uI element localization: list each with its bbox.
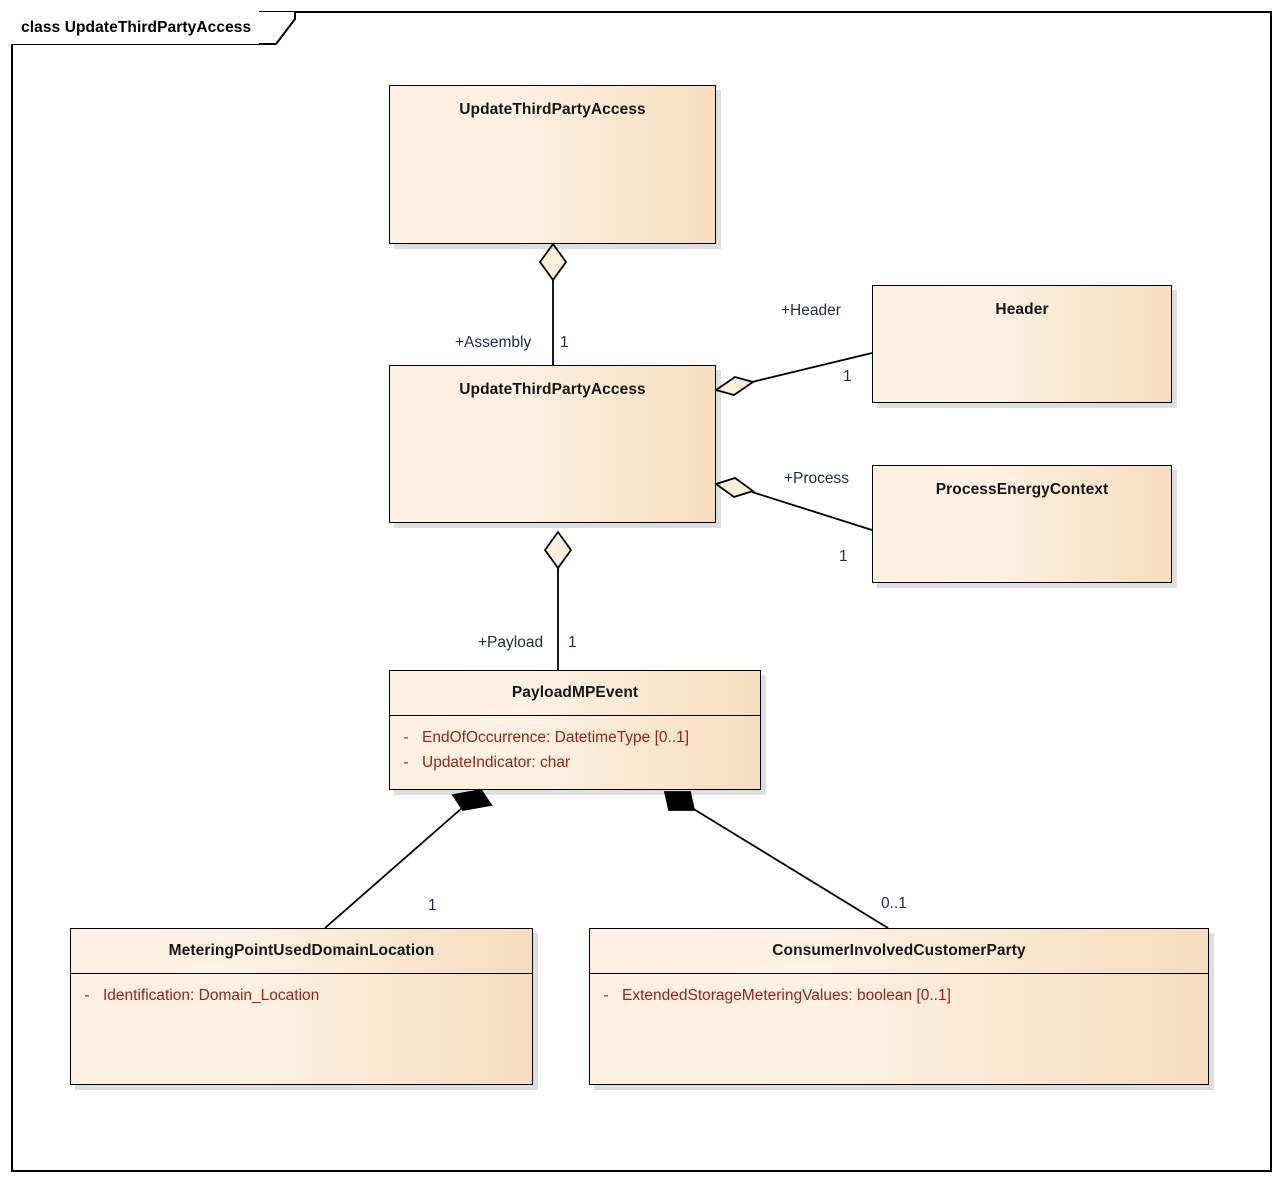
role-label-process: +Process [784,470,850,487]
class-name: PayloadMPEvent [511,684,639,701]
multiplicity-consumer: 0..1 [881,895,907,912]
class-name: UpdateThirdPartyAccess [459,381,646,398]
class-name: Header [995,301,1049,318]
attribute-text: Identification: Domain_Location [103,987,320,1004]
role-label-payload: +Payload [478,634,544,651]
class-box-consumer-involved-customer-party[interactable]: ConsumerInvolvedCustomerParty - Extended… [589,928,1209,1085]
attribute-text: UpdateIndicator: char [422,754,571,772]
attribute-compartment: - ExtendedStorageMeteringValues: boolean… [590,973,1208,1008]
frame-title-label: class UpdateThirdPartyAccess [21,18,252,36]
frame-title-tab: class UpdateThirdPartyAccess [11,11,260,44]
attribute-row: - UpdateIndicator: char [390,750,760,775]
class-name: ConsumerInvolvedCustomerParty [772,942,1026,959]
multiplicity-process: 1 [839,548,848,565]
multiplicity-metering-point: 1 [428,897,437,914]
role-label-assembly: +Assembly [455,334,532,351]
multiplicity-payload: 1 [568,634,577,651]
visibility-marker: - [403,729,409,746]
visibility-marker: - [84,987,90,1004]
class-name: UpdateThirdPartyAccess [459,101,646,118]
visibility-marker: - [603,987,609,1004]
attribute-compartment: - EndOfOccurrence: DatetimeType [0..1] -… [390,715,760,775]
attribute-text: ExtendedStorageMeteringValues: boolean [… [622,987,951,1004]
diagram-frame [11,11,1272,1172]
class-box-payload-mp-event[interactable]: PayloadMPEvent - EndOfOccurrence: Dateti… [389,670,761,790]
attribute-row: - Identification: Domain_Location [71,983,532,1008]
class-box-metering-point-used-domain-location[interactable]: MeteringPointUsedDomainLocation - Identi… [70,928,533,1085]
class-box-header[interactable]: Header [872,285,1172,403]
multiplicity-assembly: 1 [560,334,569,351]
attribute-row: - EndOfOccurrence: DatetimeType [0..1] [390,725,760,750]
attribute-row: - ExtendedStorageMeteringValues: boolean… [590,983,1208,1008]
visibility-marker: - [403,754,409,772]
attribute-compartment: - Identification: Domain_Location [71,973,532,1008]
class-box-process-energy-context[interactable]: ProcessEnergyContext [872,465,1172,583]
role-label-header: +Header [781,302,841,319]
class-box-update-third-party-access-assembly[interactable]: UpdateThirdPartyAccess [389,85,716,244]
class-box-update-third-party-access-message[interactable]: UpdateThirdPartyAccess [389,365,716,523]
class-name: MeteringPointUsedDomainLocation [168,942,435,959]
multiplicity-header: 1 [843,368,852,385]
attribute-text: EndOfOccurrence: DatetimeType [0..1] [422,729,690,746]
class-name: ProcessEnergyContext [935,481,1109,498]
